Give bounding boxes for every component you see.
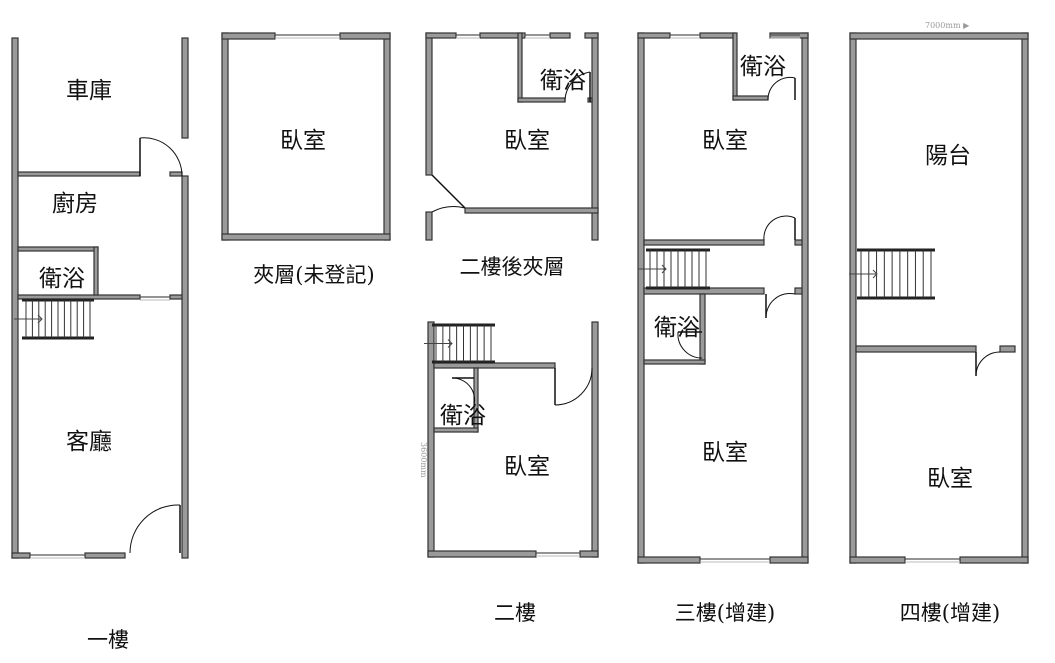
door-swing (564, 71, 591, 103)
wall (637, 556, 701, 564)
dimension-label: 3600mm (419, 442, 428, 478)
door-swing (765, 292, 796, 319)
wall (849, 32, 1029, 40)
floor-caption-4f: 四樓(增建) (899, 601, 1001, 625)
room-label-bedroom: 臥室 (702, 440, 748, 466)
stair-arrow-icon (14, 314, 43, 324)
wall (794, 287, 803, 295)
wall (221, 32, 276, 40)
stair-arrow-icon (849, 269, 878, 279)
room-label-living-room: 客廳 (66, 429, 112, 455)
stair-arrow-icon (424, 339, 453, 348)
door-swing (554, 367, 593, 406)
wall (169, 294, 183, 300)
floor-caption-2f: 二樓 (494, 601, 536, 625)
wall (84, 552, 126, 559)
wall (11, 552, 31, 559)
wall (93, 246, 99, 296)
wall (517, 32, 523, 103)
wall (433, 427, 479, 433)
wall (339, 32, 391, 40)
door-leaf (431, 174, 466, 209)
wall (221, 32, 229, 241)
wall (849, 32, 857, 564)
wall (17, 294, 141, 300)
wall (17, 171, 141, 177)
wall (517, 97, 566, 103)
wall (433, 362, 556, 369)
room-label-balcony: 陽台 (925, 143, 971, 169)
wall (427, 321, 435, 558)
wall (769, 556, 809, 564)
door-swing (975, 351, 1001, 377)
wall (425, 32, 457, 39)
room-label-bedroom: 臥室 (702, 128, 748, 154)
wall (549, 32, 571, 39)
wall (579, 550, 599, 558)
room-label-bedroom: 臥室 (280, 128, 326, 154)
floor-caption-mezzanine: 夾層(未登記) (253, 263, 375, 287)
room-label-bedroom: 臥室 (927, 466, 973, 492)
room-label-bedroom: 臥室 (504, 454, 550, 480)
wall (849, 556, 906, 564)
wall (221, 233, 391, 241)
door-swing (129, 504, 181, 554)
floor-caption-2f-rear-mezzanine: 二樓後夾層 (459, 255, 565, 279)
wall (181, 175, 189, 559)
wall (699, 293, 706, 365)
room-label-garage: 車庫 (66, 78, 112, 104)
wall (732, 32, 738, 101)
dimension-label: 7000mm ▶ (925, 21, 970, 30)
door-swing (451, 377, 476, 406)
wall (427, 550, 537, 558)
wall (11, 37, 19, 559)
wall (1021, 32, 1029, 564)
wall (855, 345, 977, 353)
wall (425, 211, 433, 241)
room-label-bedroom: 臥室 (504, 128, 550, 154)
wall (794, 239, 803, 246)
wall (959, 556, 1029, 564)
wall (637, 32, 645, 564)
stair-arrow-icon (638, 264, 667, 274)
door-swing (763, 215, 796, 241)
room-label-bathroom: 衛浴 (440, 403, 486, 429)
wall (637, 32, 671, 39)
wall (181, 37, 189, 139)
door-swing (139, 137, 183, 177)
floor-caption-3f: 三樓(增建) (674, 601, 776, 625)
wall (425, 32, 433, 176)
wall (999, 345, 1016, 353)
wall (643, 359, 706, 365)
floor-caption-1f: 一樓 (87, 628, 129, 652)
room-label-kitchen: 廚房 (52, 191, 98, 217)
room-label-bathroom: 衛浴 (740, 54, 786, 80)
room-label-bathroom: 衛浴 (654, 315, 700, 341)
wall (169, 171, 183, 177)
door-swing (677, 331, 703, 359)
wall (699, 32, 736, 39)
door-swing (767, 76, 796, 101)
wall (801, 32, 809, 564)
room-label-bathroom: 衛浴 (540, 68, 586, 94)
door-swing (431, 206, 466, 213)
wall (464, 207, 599, 214)
wall (643, 239, 765, 246)
wall (17, 246, 99, 252)
wall (584, 32, 599, 39)
wall (591, 321, 599, 558)
wall (383, 32, 391, 241)
wall (732, 95, 769, 101)
room-label-bathroom: 衛浴 (39, 266, 85, 292)
